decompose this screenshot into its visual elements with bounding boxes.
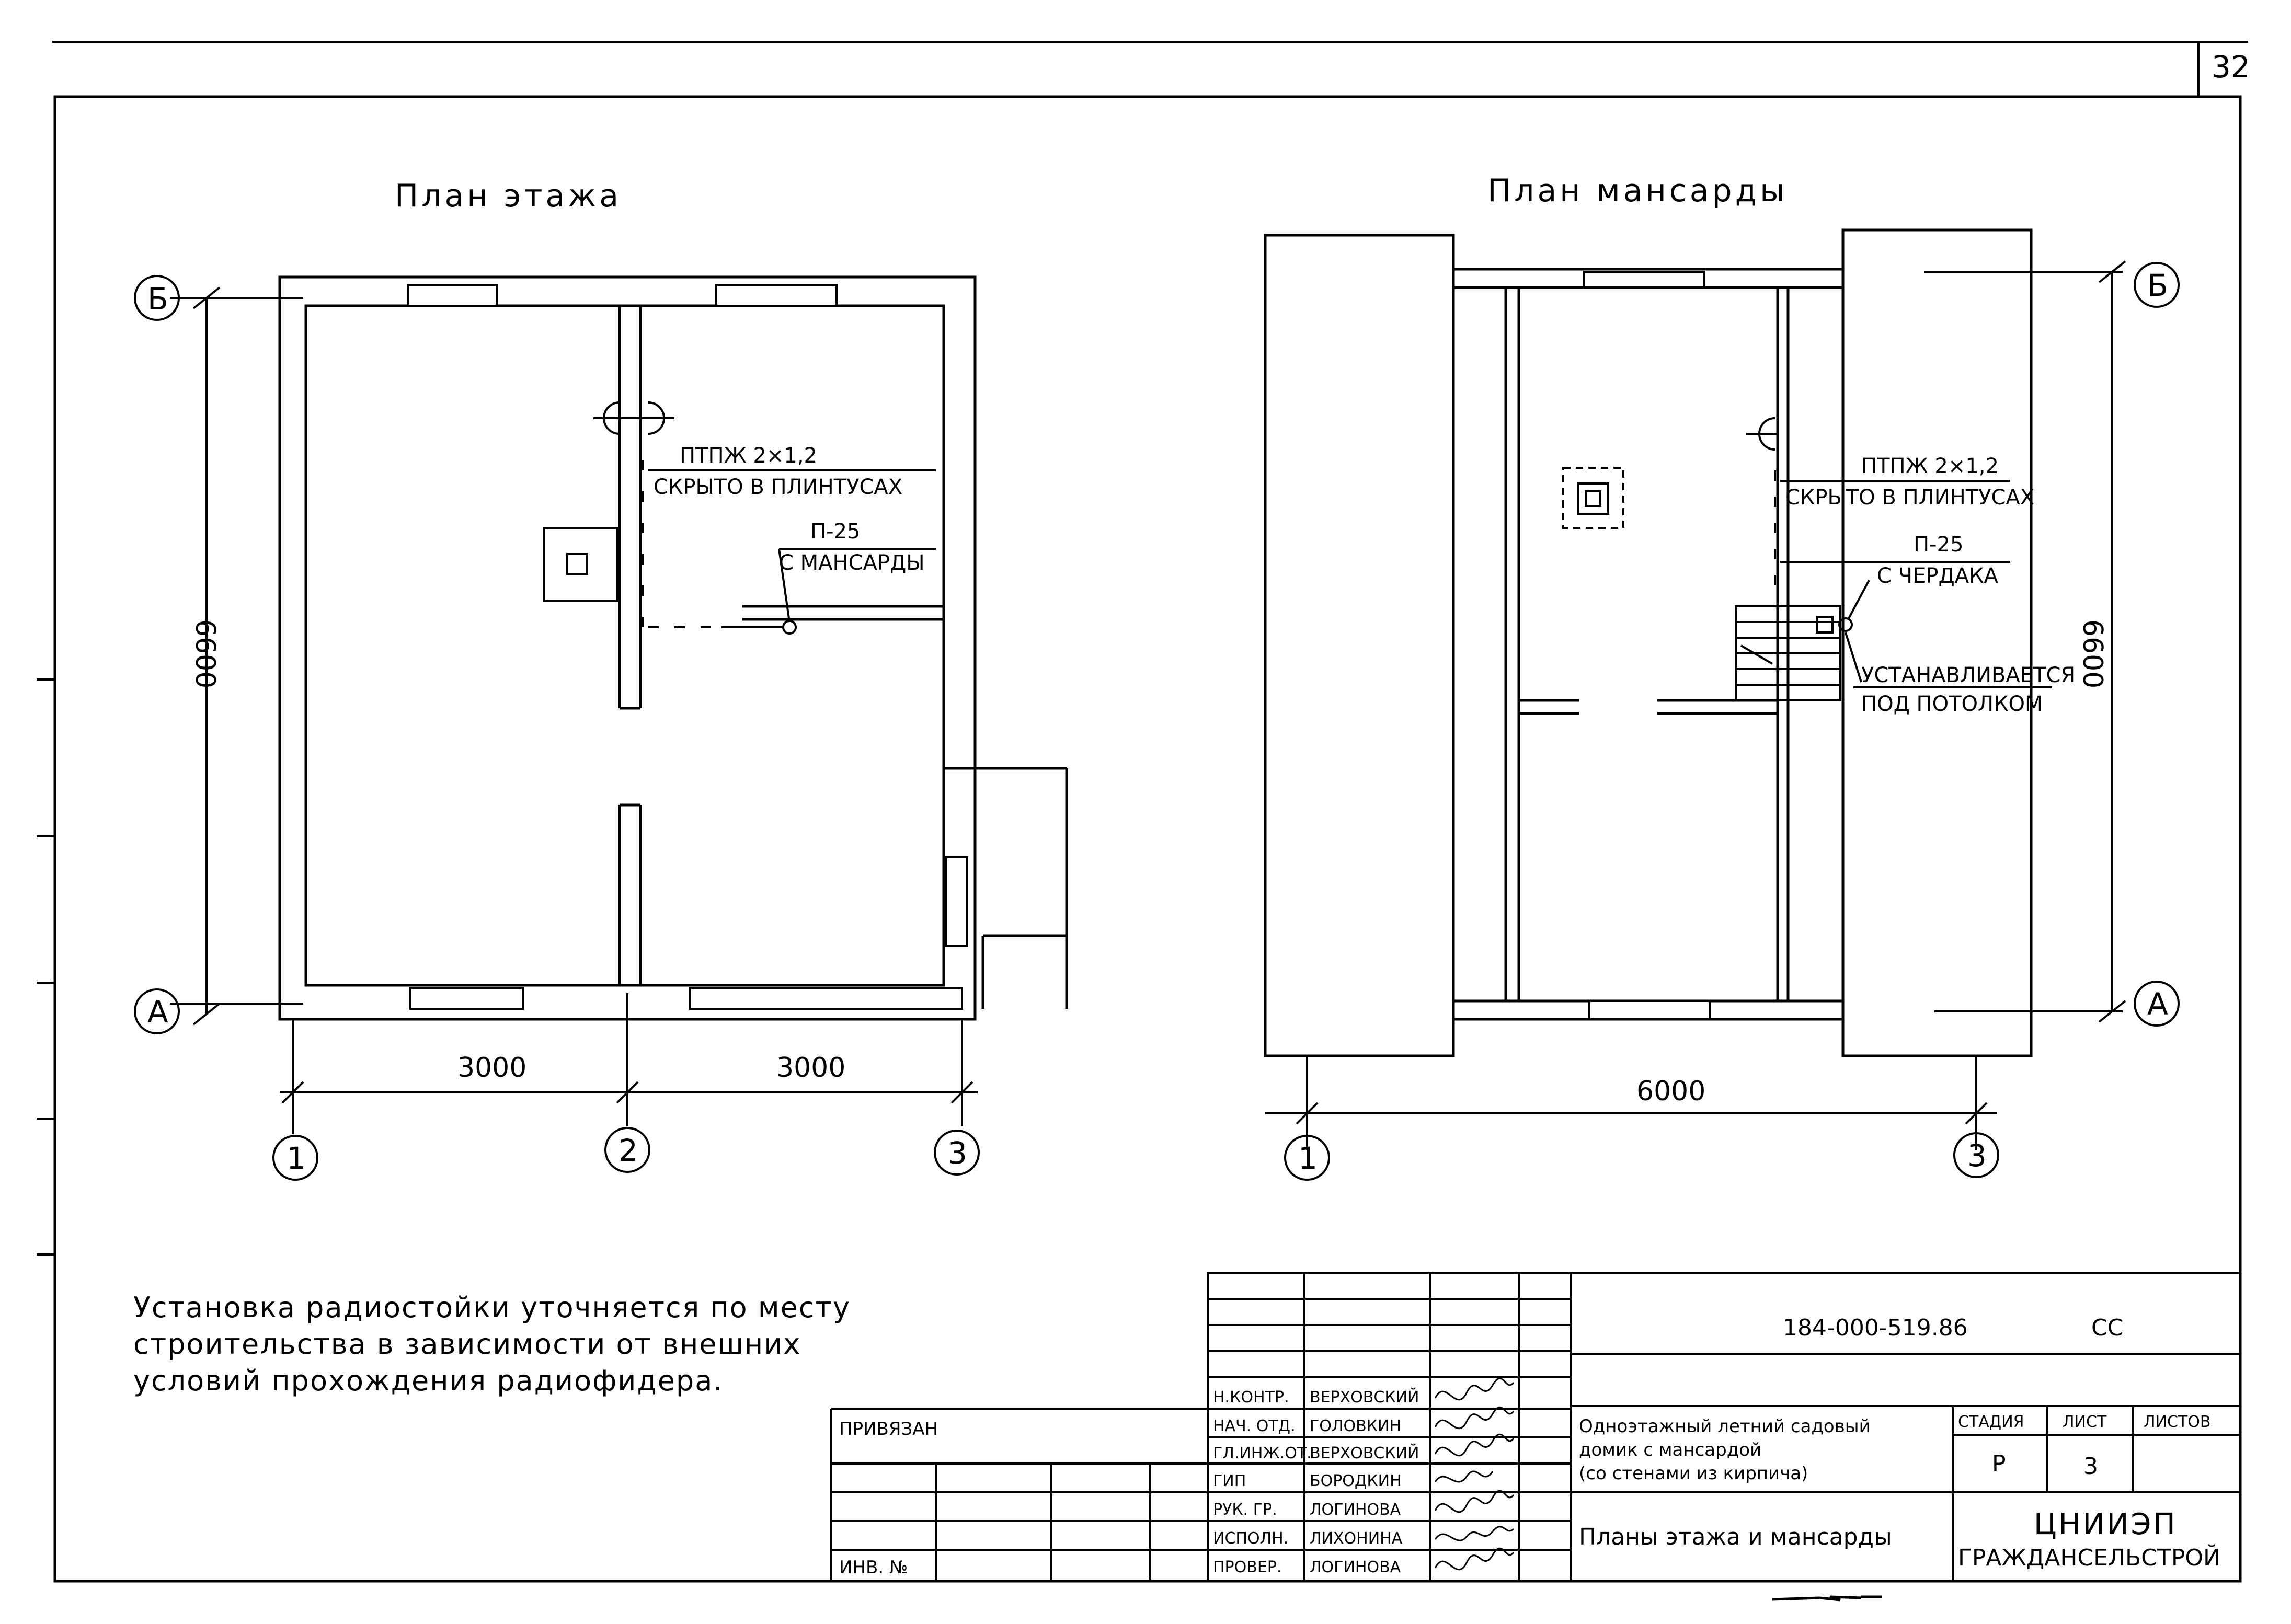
attic-plan-install-label-2: ПОД ПОТОЛКОМ (1861, 692, 2043, 716)
attic-plan-height-dim: 6600 (2077, 619, 2108, 688)
floor-plan-socket-label-2: С МАНСАРДЫ (779, 551, 925, 575)
drawing-frame (53, 95, 2242, 1583)
attic-plan-socket-label: П-25 (1914, 533, 1963, 557)
attic-plan-install-label: УСТАНАВЛИВАЕТСЯ (1861, 663, 2075, 687)
attic-plan-axis-3: 3 (1967, 1138, 1987, 1173)
floor-plan-socket-icon (593, 401, 674, 435)
note-line-2: строительства в зависимости от внешних (133, 1328, 801, 1361)
attic-plan-axis-1: 1 (1298, 1141, 1318, 1176)
floor-plan-axis-1: 1 (287, 1141, 306, 1176)
attic-plan: План мансарды (1264, 172, 2180, 1181)
signer-role: ПРОВЕР. (1213, 1558, 1281, 1576)
floor-plan: План этажа (134, 178, 1068, 1181)
floor-plan-title: План этажа (395, 178, 622, 214)
sheet-value: 3 (2083, 1453, 2098, 1480)
floor-plan-stove (543, 527, 618, 602)
attic-plan-walls (1264, 228, 2033, 1057)
attic-plan-cable-label: ПТПЖ 2×1,2 (1861, 454, 1999, 478)
doc-mark: СС (2091, 1315, 2123, 1341)
stage-header: СТАДИЯ (1958, 1413, 2024, 1431)
attic-plan-socket-icon (1746, 417, 1778, 451)
attic-plan-axis-b: Б (2147, 268, 2168, 303)
stage-value: Р (1992, 1450, 2006, 1477)
signer-role: ГЛ.ИНЖ.ОТ. (1213, 1444, 1312, 1462)
project-name-line-3: (со стенами из кирпича) (1579, 1463, 1808, 1484)
org-name-line-1: ЦНИИЭП (2034, 1507, 2178, 1541)
attic-plan-axis-a: А (2147, 986, 2168, 1022)
floor-plan-axis-3: 3 (948, 1135, 967, 1171)
floor-plan-dimensions (170, 286, 978, 1134)
inv-label: ИНВ. № (839, 1557, 908, 1578)
signer-name: ВЕРХОВСКИЙ (1310, 1444, 1419, 1462)
note-line-1: Установка радиостойки уточняется по мест… (133, 1291, 851, 1324)
signer-role: ИСПОЛН. (1213, 1529, 1288, 1548)
attic-plan-axis-markers (1284, 262, 2180, 1181)
doc-code: 184-000-519.86 (1783, 1315, 1968, 1341)
attic-plan-width-dim: 6000 (1636, 1076, 1705, 1107)
signer-role: НАЧ. ОТД. (1213, 1417, 1296, 1435)
project-name-line-1: Одноэтажный летний садовый (1579, 1416, 1871, 1437)
signer-name: ГОЛОВКИН (1310, 1417, 1401, 1435)
attic-plan-title: План мансарды (1487, 172, 1788, 209)
bottom-stamp-scribble (1772, 1595, 1882, 1602)
page-number: 32 (2212, 49, 2250, 85)
signature-scribbles (1434, 1377, 1515, 1571)
floor-plan-windows (407, 284, 968, 1010)
sheet-header: ЛИСТ (2063, 1413, 2107, 1431)
signer-name: ЛОГИНОВА (1310, 1558, 1401, 1576)
title-block (830, 1272, 2241, 1582)
floor-plan-cable-label-2: СКРЫТО В ПЛИНТУСАХ (654, 475, 902, 499)
project-name-line-2: домик с мансардой (1579, 1439, 1761, 1460)
floor-plan-axis-b: Б (147, 281, 168, 317)
floor-plan-bay1-dim: 3000 (457, 1052, 526, 1084)
attic-plan-cable (1774, 470, 2052, 688)
attic-plan-chimney (1562, 467, 1624, 529)
installation-note: Установка радиостойки уточняется по мест… (133, 1291, 851, 1397)
floor-plan-cable-label: ПТПЖ 2×1,2 (680, 444, 817, 468)
attic-plan-windows (1583, 271, 1711, 1020)
signer-role: Н.КОНТР. (1213, 1388, 1289, 1407)
attic-plan-stair (1735, 605, 1841, 701)
floor-plan-socket-label: П-25 (810, 520, 860, 544)
attic-plan-dimensions (1265, 260, 2126, 1150)
floor-plan-axis-a: А (147, 994, 168, 1030)
org-name-line-2: ГРАЖДАНСЕЛЬСТРОЙ (1958, 1544, 2220, 1571)
signer-role: РУК. ГР. (1213, 1501, 1277, 1519)
sheet-title: Планы этажа и мансарды (1579, 1524, 1892, 1550)
floor-plan-axis-2: 2 (618, 1133, 638, 1168)
binding-ticks (37, 678, 55, 1256)
signer-name: БОРОДКИН (1310, 1472, 1402, 1490)
attic-plan-socket-label-2: С ЧЕРДАКА (1877, 564, 1998, 588)
floor-plan-axis-markers (134, 275, 980, 1181)
floor-plan-walls (278, 275, 1068, 1021)
signers-list: Н.КОНТР. ВЕРХОВСКИЙ НАЧ. ОТД. ГОЛОВКИН Г… (1213, 1388, 1419, 1576)
signer-name: ВЕРХОВСКИЙ (1310, 1388, 1419, 1407)
signer-name: ЛИХОНИНА (1310, 1529, 1403, 1548)
floor-plan-height-dim: 6600 (189, 619, 221, 688)
floor-plan-stove-flue (566, 553, 588, 575)
attic-plan-cable-label-2: СКРЫТО В ПЛИНТУСАХ (1785, 486, 2034, 510)
note-line-3: условий прохождения радиофидера. (133, 1364, 723, 1397)
sheets-header: ЛИСТОВ (2144, 1413, 2210, 1431)
signer-name: ЛОГИНОВА (1310, 1501, 1401, 1519)
floor-plan-bay2-dim: 3000 (776, 1052, 845, 1084)
signer-role: ГИП (1213, 1472, 1246, 1490)
bound-label: ПРИВЯЗАН (839, 1419, 938, 1439)
floor-plan-cable (642, 460, 936, 635)
